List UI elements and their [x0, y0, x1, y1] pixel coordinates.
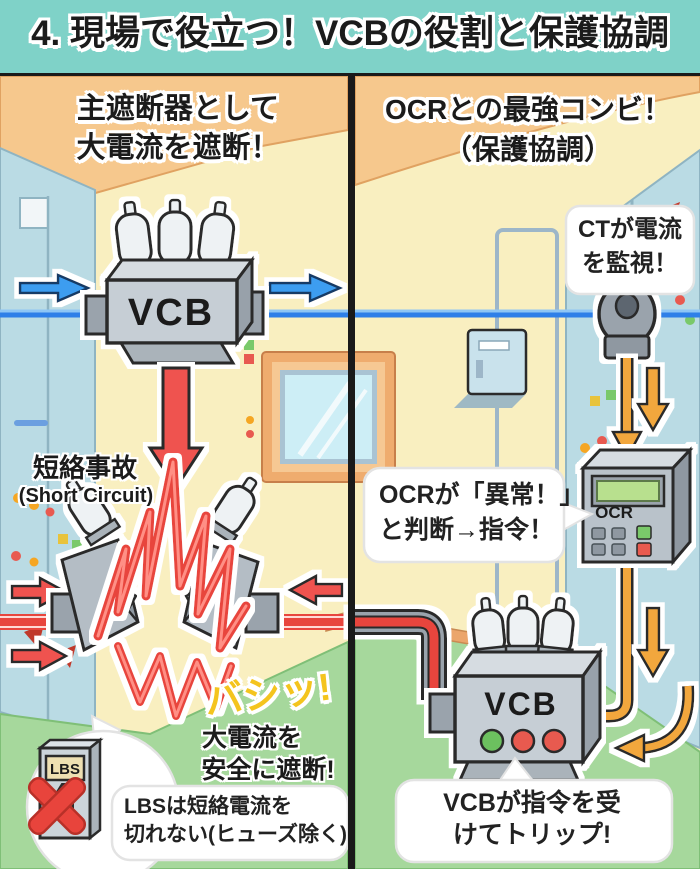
power-line-red-right — [348, 609, 447, 700]
ocr-keypad — [591, 525, 652, 557]
right-heading-line1: OCRとの最強コンビ！ — [385, 94, 671, 125]
current-flow-arrow-left — [18, 273, 92, 303]
wall-box — [454, 328, 528, 408]
ocr-device-label: OCR — [595, 503, 633, 522]
ct-bubble — [564, 204, 696, 296]
short-circuit-spark — [93, 457, 251, 720]
fault-current-down-arrow — [147, 366, 205, 491]
ocr-bubble-line2: と判断→指令！ — [379, 516, 555, 544]
vcb-indicator-lamps — [479, 728, 567, 754]
left-heading-line1: 主遮断器として — [76, 93, 280, 125]
lbs-note-line2: 切れない(ヒューズ除く) — [124, 823, 347, 846]
fault-label-jp: 短絡事故 — [32, 453, 138, 483]
trip-bubble-line2: けてトリップ! — [452, 821, 612, 849]
ct-bubble-line1: CTが電流 — [578, 216, 682, 243]
vcb-device-main — [84, 198, 265, 365]
right-heading-line2: （保護協調） — [443, 134, 613, 165]
result-line2: 安全に遮断! — [201, 756, 335, 784]
vcb-main-label: VCB — [127, 292, 215, 334]
ocr-bubble-line1: OCRが「異常！」 — [379, 481, 585, 509]
ct-signal-wire — [610, 358, 644, 461]
trip-bubble — [394, 756, 674, 864]
left-heading-line2: 大電流を遮断！ — [76, 132, 280, 164]
ct-bubble-line2: を監視！ — [582, 250, 678, 277]
lbs-callout — [25, 714, 350, 869]
fault-label-en: (Short Circuit) — [18, 485, 154, 507]
ocr-lcd-screen — [596, 480, 660, 502]
vcb-trip-label: VCB — [484, 686, 558, 722]
lbs-device-label: LBS — [50, 761, 80, 778]
trip-bubble-line1: VCBが指令を受 — [443, 789, 621, 817]
window — [261, 351, 396, 483]
trip-command-wire — [585, 562, 634, 723]
title-divider — [0, 73, 700, 76]
page-title: 4. 現場で役立つ！VCBの役割と保護協調 — [31, 14, 669, 53]
current-flow-arrow-right — [268, 273, 344, 303]
lbs-note-line1: LBSは短絡電流を — [124, 795, 292, 818]
ocr-red-button — [636, 542, 652, 557]
trip-command-curved-arrow — [613, 685, 695, 763]
ocr-green-button — [636, 525, 652, 540]
signal-flow-arrow-down-2 — [635, 606, 671, 679]
result-line1: 大電流を — [201, 724, 303, 752]
ocr-bubble — [362, 466, 595, 564]
vacuum-interrupter-bottles — [471, 594, 575, 661]
prohibited-x-icon — [27, 776, 87, 836]
right-ceiling — [354, 75, 700, 187]
panel-divider — [348, 76, 355, 869]
signal-flow-arrow-down-1 — [635, 366, 671, 433]
vcb-device-trip — [428, 594, 603, 782]
